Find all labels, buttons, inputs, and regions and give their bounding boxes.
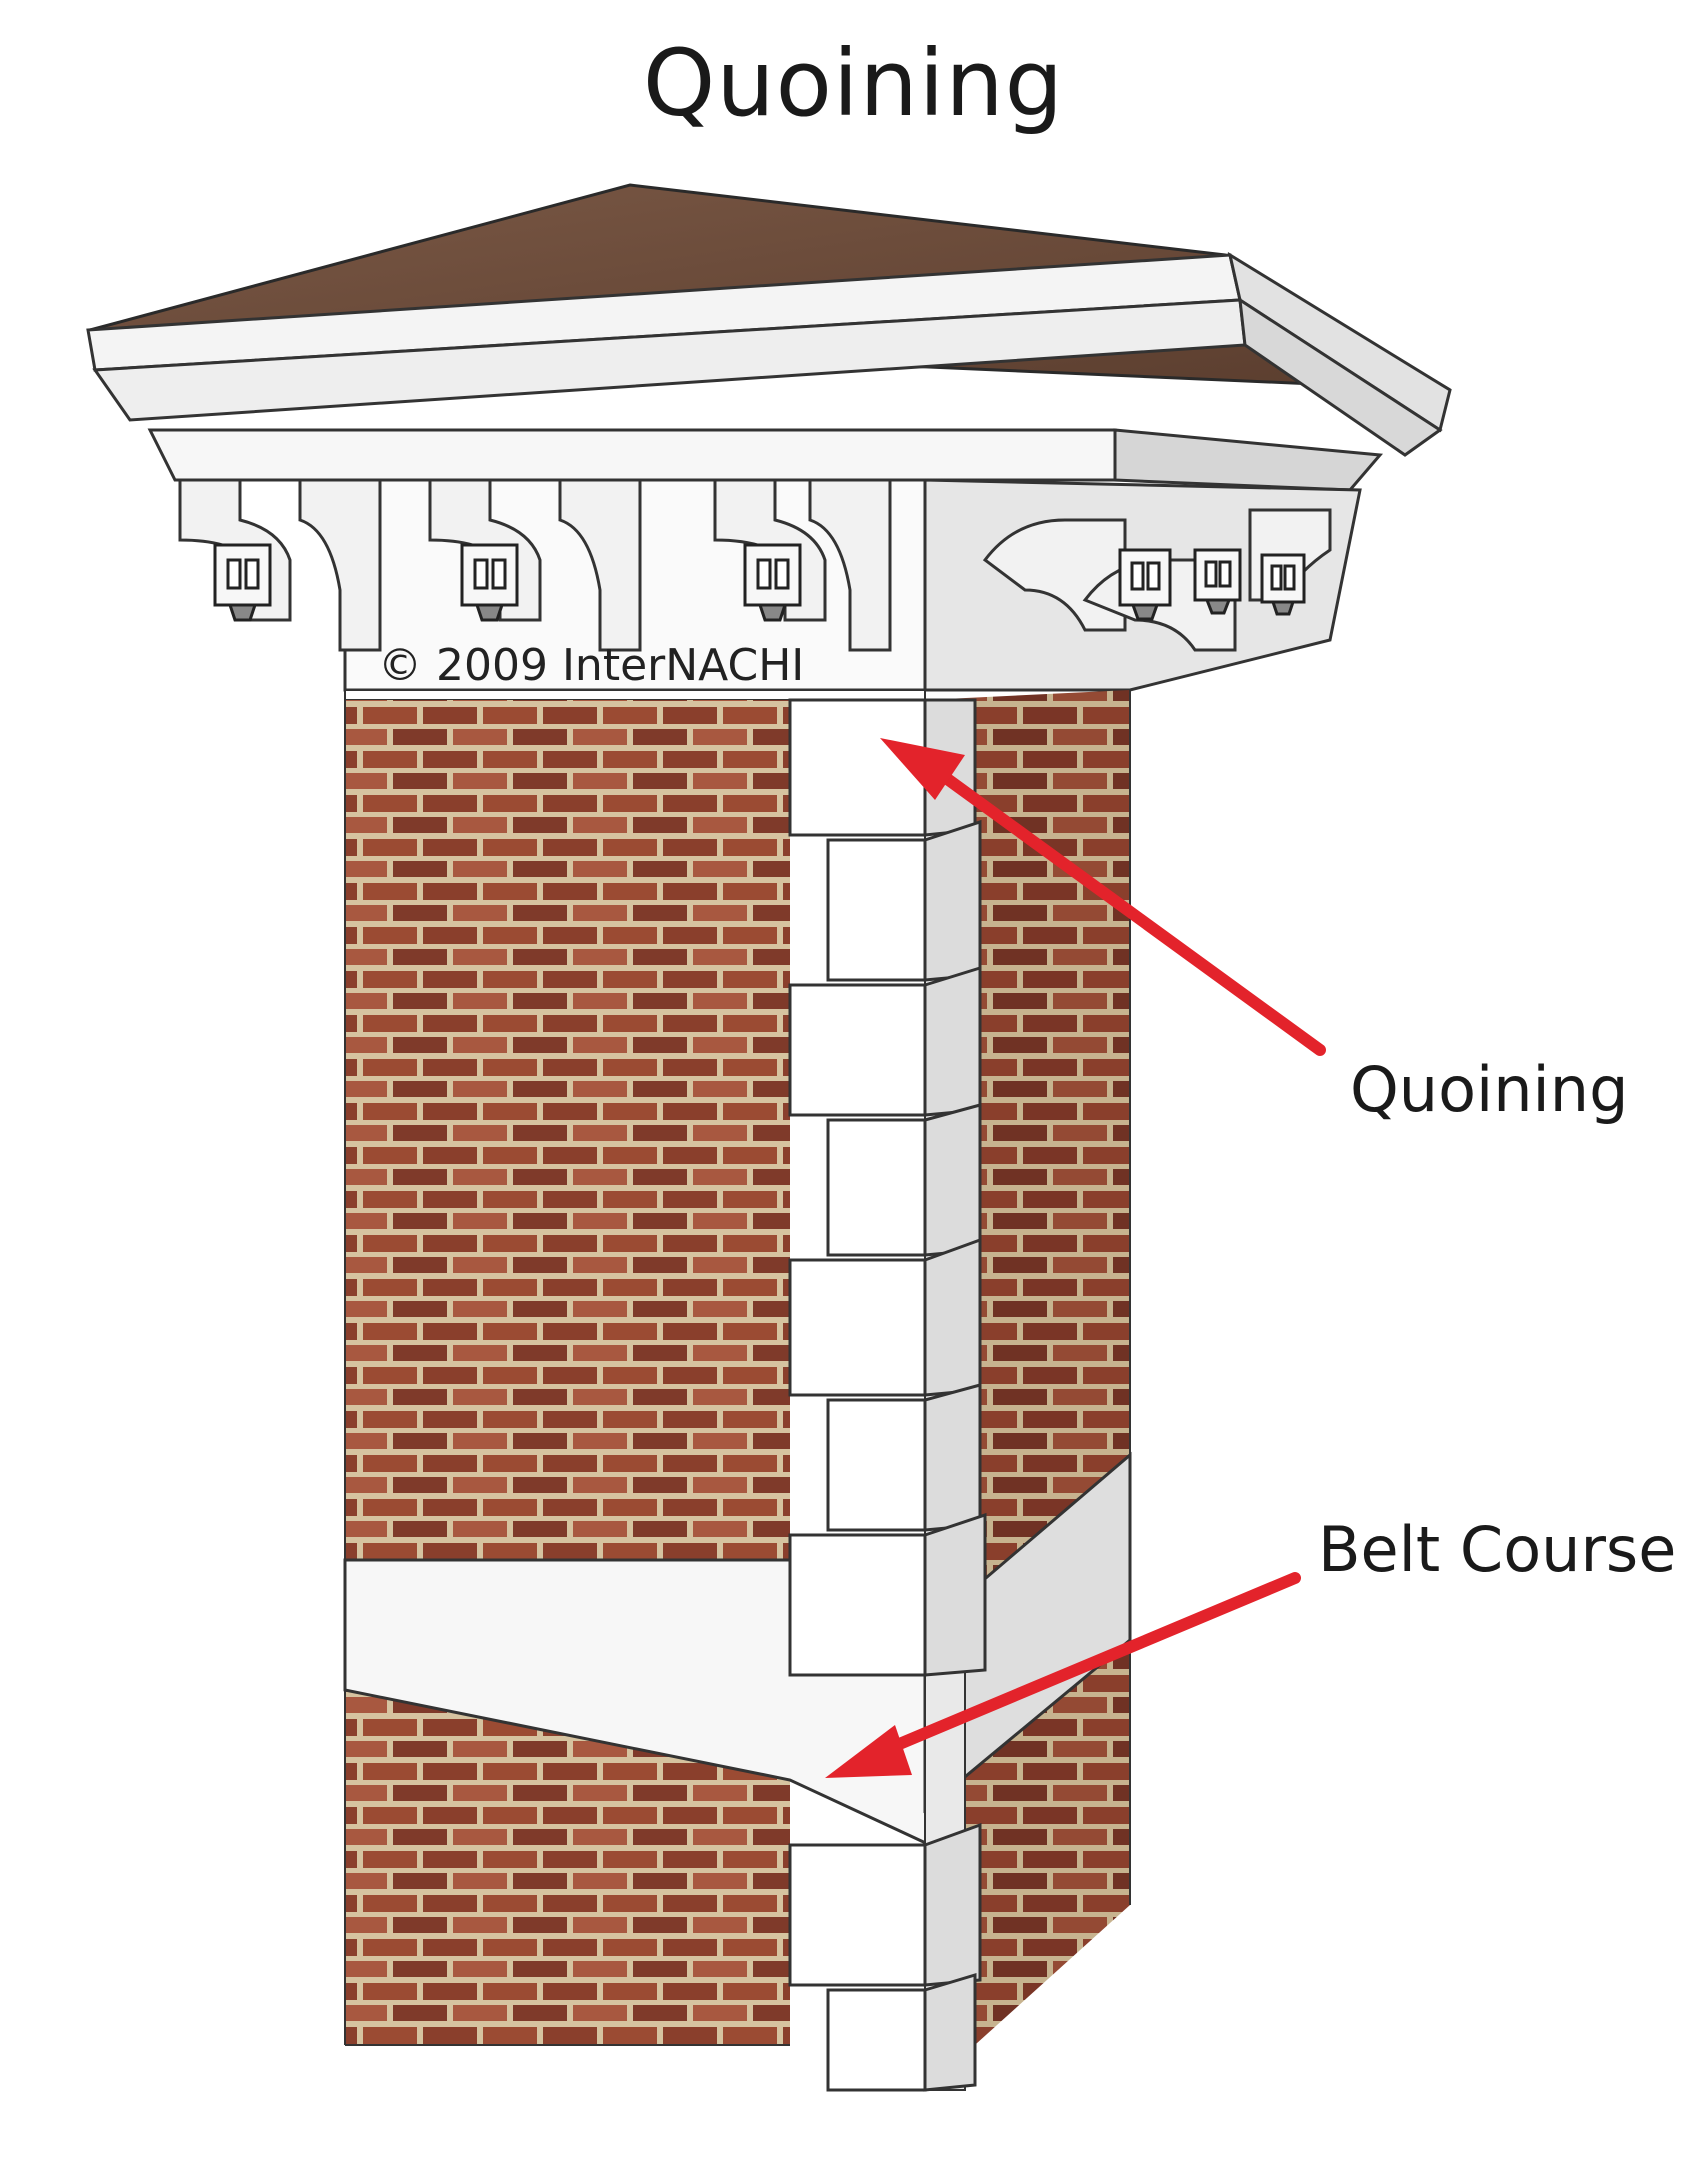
quoin-5: [788, 1237, 982, 1397]
lantern-2: [460, 543, 519, 622]
quoin-6: [826, 1383, 982, 1532]
quoin-stones: [788, 698, 987, 2092]
quoin-9: [826, 1972, 977, 2092]
quoin-8: [788, 1822, 982, 1987]
lantern-3: [743, 543, 802, 622]
lantern-4: [1118, 548, 1172, 621]
lantern-5: [1193, 548, 1242, 615]
belt-course-arrow: [825, 1572, 1301, 1778]
diagram-title: Quoining: [642, 30, 1065, 137]
cornice-mid-side: [1238, 297, 1443, 457]
quoin-4: [826, 1103, 982, 1257]
lantern-6: [1260, 553, 1306, 616]
quoin-2: [826, 819, 982, 982]
cornice-low-front: [147, 428, 1117, 482]
quoin-7: [788, 1512, 987, 1677]
label-quoining: Quoining: [1350, 1053, 1629, 1126]
lantern-1: [213, 543, 272, 622]
quoining-arrow: [880, 738, 1326, 1056]
copyright-notice: © 2009 InterNACHI: [378, 640, 805, 691]
label-belt-course: Belt Course: [1318, 1513, 1677, 1586]
quoin-3: [788, 965, 982, 1117]
lanterns: [213, 543, 1306, 622]
cornice-low-side: [1113, 428, 1384, 492]
